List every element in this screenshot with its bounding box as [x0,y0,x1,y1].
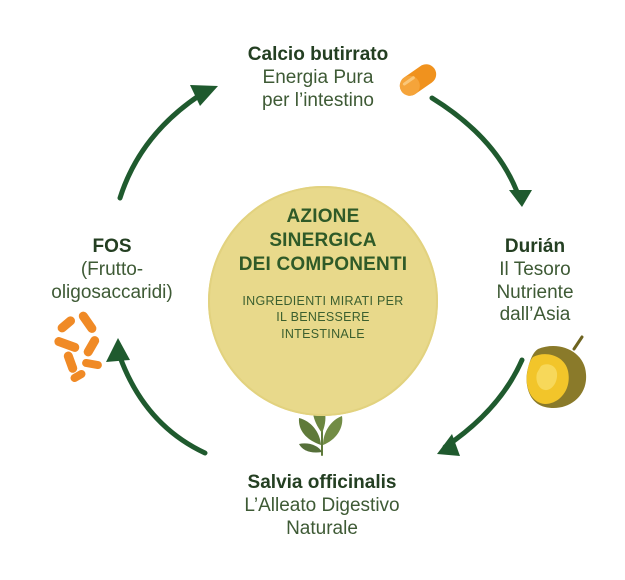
arrow-top-to-right [429,95,523,203]
center-subtitle-line: IL BENESSERE [276,310,370,325]
node-text-line: Energia Pura [262,66,374,88]
node-text-line: Naturale [286,517,358,539]
node-text-line: L’Alleato Digestivo [244,494,400,516]
node-title: Salvia officinalis [247,472,397,493]
center-title: AZIONE SINERGICA DEI COMPONENTI [208,205,438,276]
center-subtitle: INGREDIENTI MIRATI PER IL BENESSERE INTE… [218,293,428,342]
node-text-line: (Frutto- [80,258,144,280]
durian-fruit-icon [526,335,587,409]
node-text-line: oligosaccaridi) [51,281,173,303]
arrowhead-bottom-to-left [106,338,130,362]
center-subtitle-line: INTESTINALE [281,326,365,341]
center-subtitle-line: INGREDIENTI MIRATI PER [242,294,404,308]
node-salvia-officinalis: Salvia officinalis L’Alleato Digestivo N… [202,472,442,540]
arrowhead-top-to-right [509,190,532,207]
node-calcio-butirrato: Calcio butirrato Energia Pura per l’inte… [223,44,413,112]
center-title-line: SINERGICA [269,229,377,251]
node-title: FOS [92,236,132,257]
node-text-line: Il Tesoro [499,258,571,280]
node-text-line: per l’intestino [262,89,374,111]
root-pieces-icon [54,311,102,382]
center-title-line: DEI COMPONENTI [238,253,408,275]
arrow-right-to-bottom [442,357,525,450]
arrowhead-left-to-top [190,85,218,106]
center-title-line: AZIONE [286,206,360,227]
capsule-icon [399,64,437,96]
arrowhead-right-to-bottom [437,434,460,456]
arrow-bottom-to-left [117,354,208,456]
center-circle: AZIONE SINERGICA DEI COMPONENTI INGREDIE… [208,186,438,416]
node-title: Durián [504,236,566,257]
node-title: Calcio butirrato [247,44,389,65]
node-durian: Durián Il Tesoro Nutriente dall’Asia [470,236,600,327]
node-fos: FOS (Frutto- oligosaccaridi) [26,236,198,304]
node-text-line: Nutriente [496,281,574,303]
arrow-left-to-top [117,92,203,201]
node-text-line: dall’Asia [499,304,571,326]
